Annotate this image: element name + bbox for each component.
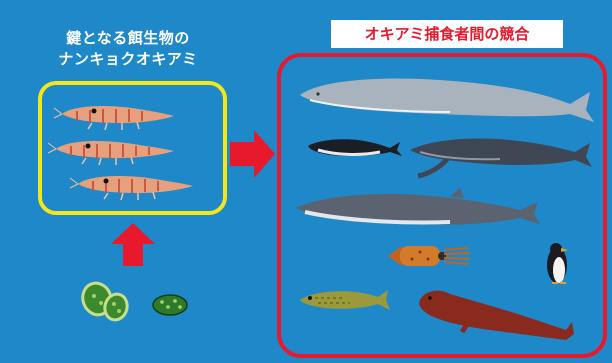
penguin-icon xyxy=(547,243,568,284)
blue-whale-icon xyxy=(300,78,594,122)
predators-title: オキアミ捕食者間の競合 xyxy=(331,20,563,48)
minke-whale-icon xyxy=(308,139,402,156)
up-arrow xyxy=(111,223,155,266)
phytoplankton-icon xyxy=(152,294,188,316)
fin-whale-icon xyxy=(296,188,540,225)
phytoplankton-icon xyxy=(81,281,129,322)
krill-label-line1: 鍵となる餌生物の xyxy=(66,29,190,47)
krill-icon xyxy=(69,176,193,201)
fish-icon xyxy=(300,290,390,310)
right-arrow xyxy=(230,130,275,178)
krill-icon xyxy=(47,141,174,166)
krill-label-line2: ナンキョクオキアミ xyxy=(58,50,198,68)
krill-frame xyxy=(38,81,227,215)
seal-icon xyxy=(419,290,574,340)
krill-label: 鍵となる餌生物の ナンキョクオキアミ xyxy=(8,28,248,70)
humpback-whale-icon xyxy=(410,138,592,179)
krill-icon xyxy=(53,106,174,131)
squid-icon xyxy=(388,246,471,266)
predator-frame xyxy=(277,53,607,358)
